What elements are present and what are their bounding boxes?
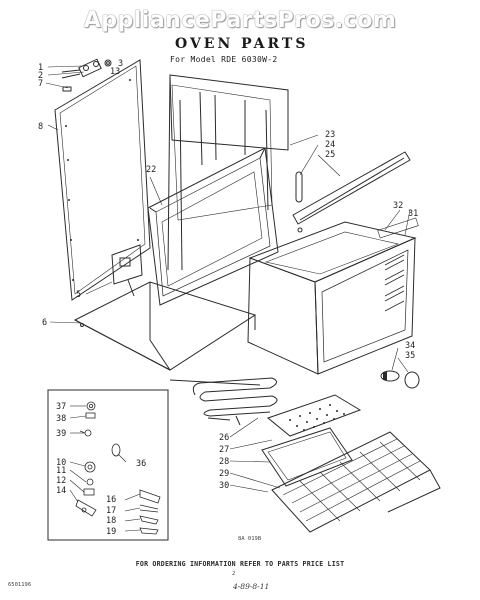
oven-liner — [247, 217, 419, 375]
callout-10: 10 — [56, 458, 66, 468]
callout-22: 22 — [146, 165, 156, 175]
side-panel — [54, 59, 151, 301]
callout-27: 27 — [219, 445, 229, 455]
callout-13: 13 — [110, 67, 120, 77]
callout-11: 11 — [56, 466, 66, 476]
door-frame — [147, 147, 279, 306]
callout-14: 14 — [56, 486, 66, 496]
callout-29: 29 — [219, 469, 229, 479]
mounting-bracket — [111, 244, 143, 297]
callout-24: 24 — [325, 140, 335, 150]
watermark: AppliancePartsPros.com — [83, 8, 397, 33]
callout-5: 5 — [76, 290, 81, 300]
callout-32: 32 — [393, 201, 403, 211]
hinge-bracket — [61, 58, 112, 92]
callout-38: 38 — [56, 414, 66, 424]
callout-2: 2 — [38, 71, 43, 81]
callout-18: 18 — [106, 516, 116, 526]
diagram-title: OVEN PARTS — [175, 36, 309, 52]
callout-37: 37 — [56, 402, 66, 412]
ordering-note: FOR ORDERING INFORMATION REFER TO PARTS … — [135, 560, 345, 568]
callout-23: 23 — [325, 130, 335, 140]
callout-12: 12 — [56, 476, 66, 486]
page-number: 2 — [232, 571, 236, 577]
callout-17: 17 — [106, 506, 116, 516]
callout-8: 8 — [38, 122, 43, 132]
callout-35: 35 — [405, 351, 415, 361]
broiler-pan-top — [266, 394, 362, 437]
callout-36: 36 — [136, 459, 146, 469]
callout-7: 7 — [38, 79, 43, 89]
drawing-code: 8A 019B — [238, 536, 262, 542]
model-subtitle: For Model RDE 6030W-2 — [170, 55, 278, 64]
oven-light — [380, 370, 420, 389]
callout-6: 6 — [42, 318, 47, 328]
top-rail — [292, 151, 411, 233]
callout-34: 34 — [405, 341, 415, 351]
broiler-pan — [261, 427, 353, 487]
callout-19: 19 — [106, 527, 116, 537]
callout-39: 39 — [56, 429, 66, 439]
small-parts-box — [47, 389, 169, 541]
handwritten-note: 4-89-8-11 — [233, 582, 270, 591]
leader-lines — [45, 65, 411, 532]
callout-3: 3 — [118, 59, 123, 69]
oven-rack — [271, 431, 441, 533]
callout-31: 31 — [408, 209, 418, 219]
callout-25: 25 — [325, 150, 335, 160]
callout-16: 16 — [106, 495, 116, 505]
callout-28: 28 — [219, 457, 229, 467]
callout-30: 30 — [219, 481, 229, 491]
heating-elements — [169, 377, 278, 426]
bottom-pan — [73, 281, 257, 371]
callout-26: 26 — [219, 433, 229, 443]
callout-1: 1 — [38, 63, 43, 73]
left-code: 6501196 — [8, 582, 32, 588]
